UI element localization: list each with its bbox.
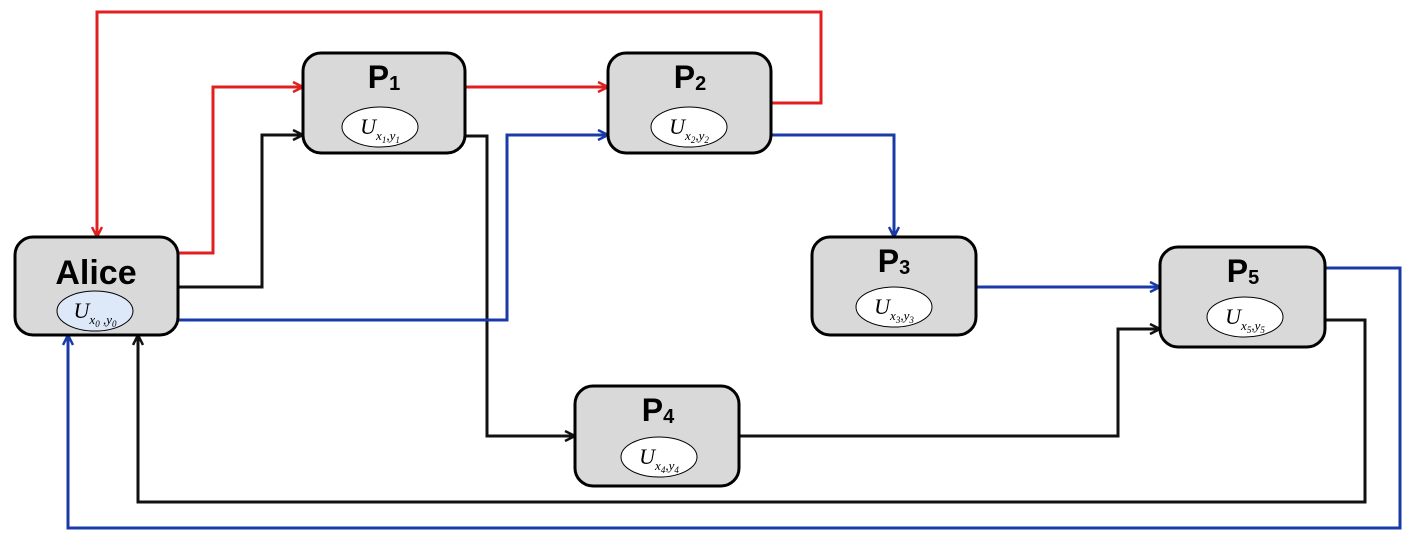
node-p2-title: P2 — [674, 59, 706, 95]
edge-blue-alice-to-p2 — [178, 135, 608, 322]
edge-blue-p2-to-p3 — [771, 133, 894, 237]
node-p5-title: P5 — [1227, 253, 1259, 289]
operator-ellipse — [56, 290, 134, 332]
node-p1-title: P1 — [368, 59, 400, 95]
operator-label: Ux0 ,y0 — [74, 298, 117, 329]
operator-ellipse — [620, 436, 698, 478]
operator-label: Ux1,y1 — [360, 114, 400, 145]
edge-blue-p5-to-alice — [68, 266, 1402, 530]
operator-ellipse — [1206, 296, 1284, 338]
node-p1: P1 Ux1,y1 — [301, 51, 467, 155]
node-p2: P2 Ux2,y2 — [606, 51, 773, 155]
node-p5: P5 Ux5,y5 — [1158, 245, 1327, 349]
node-alice: Alice Ux0 ,y0 — [13, 235, 180, 337]
operator-label: Ux2,y2 — [669, 114, 709, 145]
node-p4-title: P4 — [642, 392, 675, 428]
edge-red-alice-to-p1 — [178, 87, 303, 255]
operator-ellipse — [341, 106, 419, 148]
edge-black-p1-to-p4 — [465, 134, 575, 436]
edges — [68, 10, 1402, 530]
node-p3-title: P3 — [878, 243, 910, 279]
operator-label: Ux4,y4 — [639, 444, 679, 475]
edge-black-p5-to-alice — [138, 318, 1367, 504]
edge-black-alice-to-p1 — [178, 135, 303, 289]
edge-red-p2-to-alice — [97, 10, 823, 237]
node-p4: P4 Ux4,y4 — [573, 384, 741, 488]
node-p3: P3 Ux3,y3 — [810, 235, 978, 337]
operator-ellipse — [650, 106, 728, 148]
node-alice-title: Alice — [55, 254, 136, 292]
operator-label: Ux3,y3 — [874, 294, 914, 325]
edge-black-p4-to-p5 — [739, 329, 1160, 438]
operator-ellipse — [855, 286, 933, 328]
operator-label: Ux5,y5 — [1225, 304, 1265, 335]
